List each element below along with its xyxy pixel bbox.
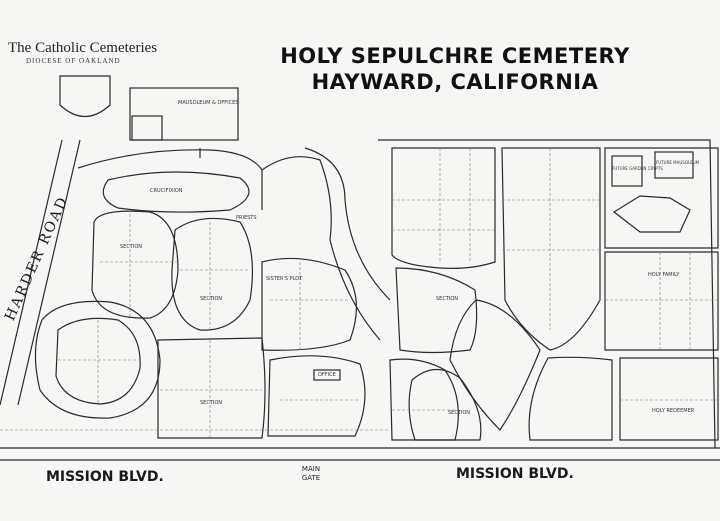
- right-center-block: [395, 267, 478, 354]
- section-loop-left: [34, 300, 161, 419]
- section-right-center: [261, 257, 358, 351]
- future-mausoleum-label: FUTURE MAUSOLEUM: [656, 160, 700, 165]
- future-garden: [611, 155, 643, 187]
- section-label: SECTION: [436, 296, 459, 302]
- holy-redeemer-label: HOLY REDEEMER: [652, 408, 695, 414]
- right-lower-teardrop: [408, 368, 482, 441]
- holy-family-block: [604, 251, 719, 351]
- sisters-plot-label: SISTER'S PLOT: [266, 276, 303, 282]
- section-label: SECTION: [200, 296, 223, 302]
- section-loop-inner: [55, 317, 141, 405]
- mission-blvd-label-right: MISSION BLVD.: [456, 466, 574, 482]
- harder-road-line-2: [17, 139, 81, 406]
- organization-name: The Catholic Cemeteries: [8, 40, 158, 56]
- crucifixion-loop: [102, 171, 250, 213]
- section-middle: [157, 337, 266, 439]
- holy-redeemer-block: [619, 357, 719, 441]
- section-oval-1: [91, 210, 179, 319]
- future-mausoleum: [654, 151, 694, 179]
- main-gate-label: MAIN GATE: [301, 465, 321, 482]
- mausoleum-label: MAUSOLEUM & OFFICES: [178, 100, 239, 106]
- diocese-name: DIOCESE OF OAKLAND: [26, 57, 121, 65]
- upper-right-block-2: [501, 147, 601, 351]
- crest: [59, 75, 111, 118]
- office-box: [313, 369, 341, 381]
- future-garden-label: FUTURE GARDEN CRYPTS: [612, 166, 663, 171]
- upper-right-block-1: [391, 147, 496, 269]
- mausoleum-wing: [131, 115, 163, 141]
- holy-family-label: HOLY FAMILY: [648, 272, 680, 278]
- left-boundary: [77, 149, 263, 210]
- center-road-2: [304, 147, 391, 301]
- section-lower-center: [267, 355, 366, 437]
- section-label: SECTION: [120, 244, 143, 250]
- upper-right-block-3: [604, 147, 719, 249]
- mausoleum-building: [129, 87, 239, 141]
- right-lower-right: [528, 356, 613, 441]
- harder-road-line: [0, 139, 63, 406]
- right-boundary: [378, 139, 716, 449]
- office-label: OFFICE: [318, 372, 336, 378]
- section-label: SECTION: [448, 410, 471, 416]
- priests-label: PRIESTS: [236, 215, 257, 221]
- crucifixion-label: CRUCIFIXION: [150, 188, 183, 194]
- mission-blvd-label-left: MISSION BLVD.: [46, 469, 164, 485]
- garden-crypts: [612, 195, 691, 233]
- right-lower-diamond: [449, 299, 541, 431]
- section-oval-2: [171, 217, 254, 331]
- right-lower-left: [389, 358, 459, 441]
- cemetery-location: HAYWARD, CALIFORNIA: [311, 70, 599, 94]
- center-road: [261, 156, 381, 341]
- cemetery-title: HOLY SEPULCHRE CEMETERY: [280, 44, 630, 68]
- section-label: SECTION: [200, 400, 223, 406]
